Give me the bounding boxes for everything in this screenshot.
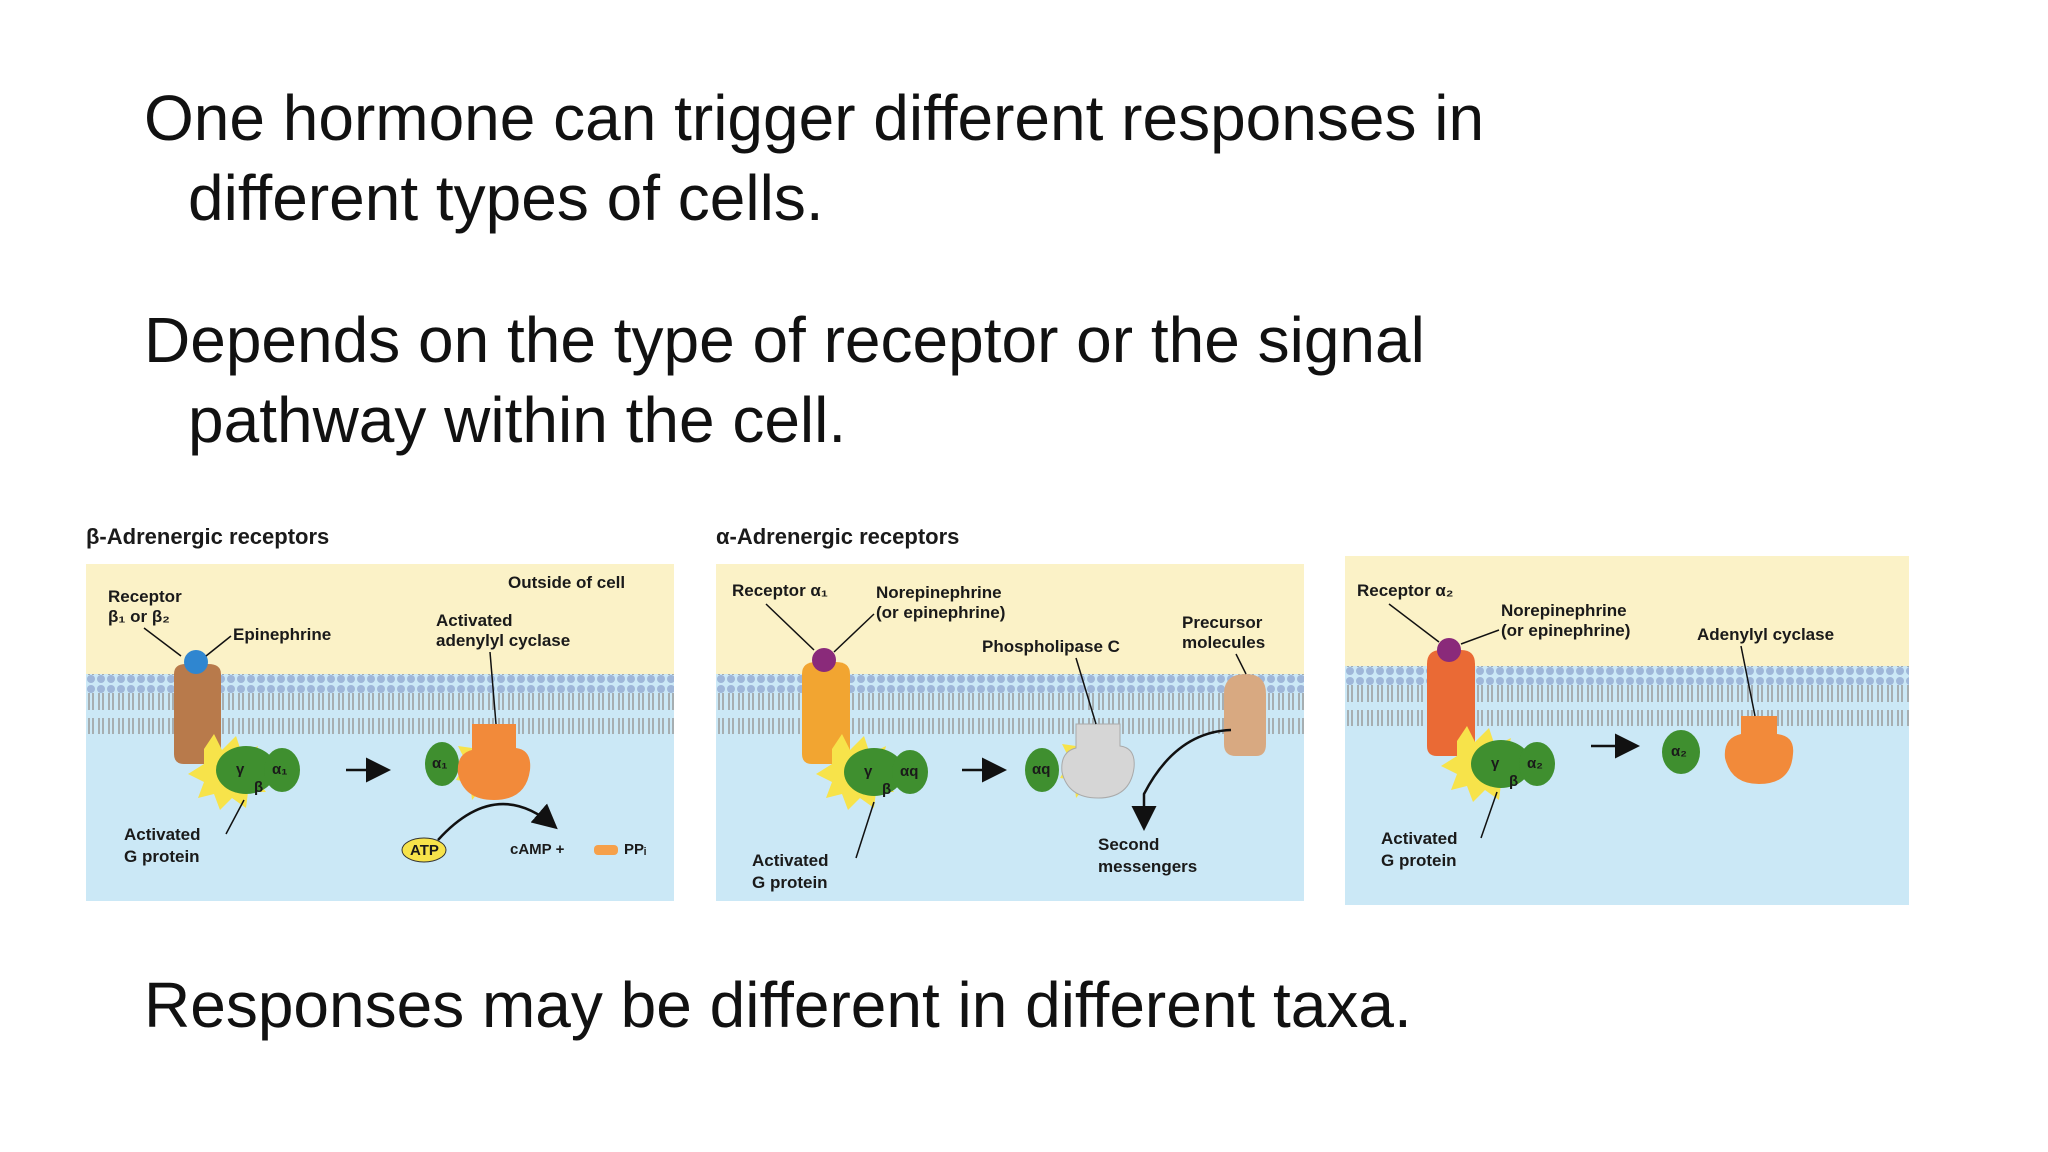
receptor-beta-shape: [174, 664, 221, 764]
norepinephrine-alt-label: (or epinephrine): [1501, 621, 1630, 640]
g-protein-alpha: [1519, 742, 1555, 786]
bullet-text: pathway within the cell.: [188, 384, 847, 456]
receptor-alpha1-shape: [802, 662, 850, 764]
outside-cell-region: [86, 564, 674, 674]
leader-line: [1235, 653, 1247, 675]
g-protein-shape: [216, 746, 276, 794]
epinephrine-ligand: [184, 650, 208, 674]
g-protein-label: G protein: [752, 873, 828, 892]
alpha-subunit-label: αq: [1032, 761, 1050, 778]
beta-receptor-diagram: γ α₁ β α₁ ATP cAMP + PPᵢ Receptor β₁ or …: [86, 564, 674, 901]
leader-line: [1460, 629, 1500, 645]
receptor-label: Receptor α₂: [1357, 581, 1453, 600]
g-alpha-inactive: [1662, 730, 1700, 774]
receptor-alpha2-shape: [1427, 650, 1475, 756]
alpha1-receptor-diagram: γ αq β αq Receptor α₁ Norepinephrine (or…: [716, 564, 1304, 901]
bullet-text: One hormone can trigger different respon…: [144, 82, 1485, 154]
epinephrine-label: Epinephrine: [233, 625, 331, 644]
bullet-text: different types of cells.: [188, 162, 824, 234]
norepinephrine-alt-label: (or epinephrine): [876, 603, 1005, 622]
adenylyl-cyclase-shape: [1724, 716, 1794, 784]
atp-label: ATP: [410, 842, 439, 859]
alpha-subunit-label: αq: [900, 763, 918, 780]
phospholipase-label: Phospholipase C: [982, 637, 1120, 656]
activated-g-protein-label: Activated: [1381, 829, 1458, 848]
leader-line: [143, 627, 182, 657]
beta-subunit-label: β: [1509, 773, 1518, 790]
g-protein-label: G protein: [124, 847, 200, 866]
leader-line: [1388, 603, 1440, 643]
leader-line: [225, 799, 245, 835]
leader-line: [1075, 657, 1097, 725]
alpha-subunit-label: α₂: [1527, 755, 1543, 772]
receptor-label: Receptor: [108, 587, 182, 606]
g-protein-label: G protein: [1381, 851, 1457, 870]
norepinephrine-ligand: [1437, 638, 1461, 662]
phospholipase-c-shape: [1061, 723, 1135, 799]
bullet-text: Depends on the type of receptor or the s…: [144, 304, 1425, 376]
atp-molecule: [401, 837, 447, 863]
beta-subunit-label: β: [254, 779, 263, 796]
reaction-arrow: [437, 802, 558, 841]
activated-label: Activated: [436, 611, 513, 630]
alpha-adrenergic-title: α-Adrenergic receptors: [716, 524, 960, 549]
camp-label: cAMP +: [510, 841, 565, 858]
leader-line: [765, 603, 815, 651]
g-protein-shape: [1471, 740, 1531, 788]
norepinephrine-label: Norepinephrine: [876, 583, 1002, 602]
alpha-subunit-label: α₁: [272, 761, 287, 778]
precursor-label: Precursor: [1182, 613, 1263, 632]
g-protein-alpha: [892, 750, 928, 794]
bullet-depends-on-receptor: Depends on the type of receptor or the s…: [144, 300, 1744, 460]
alpha2-receptor-diagram: γ α₂ β α₂ Receptor α₂ Norepinephrine (or…: [1345, 556, 1909, 905]
bullet-responses-taxa: Responses may be different in different …: [144, 969, 1412, 1041]
molecules-label: molecules: [1182, 633, 1265, 652]
ppi-molecule: [594, 845, 618, 855]
gamma-subunit-label: γ: [1491, 755, 1500, 772]
norepinephrine-ligand: [812, 648, 836, 672]
ppi-label: PPᵢ: [624, 841, 646, 858]
gamma-subunit-label: γ: [236, 761, 245, 778]
beta-adrenergic-title: β-Adrenergic receptors: [86, 524, 330, 549]
leader-line: [205, 635, 232, 657]
receptor-label: Receptor α₁: [732, 581, 828, 600]
g-protein-alpha: [264, 748, 300, 792]
receptor-subtype-label: β₁ or β₂: [108, 607, 170, 626]
gamma-subunit-label: γ: [864, 763, 873, 780]
second-label: Second: [1098, 835, 1159, 854]
g-protein-shape: [844, 748, 904, 796]
precursor-molecule-shape: [1224, 674, 1266, 756]
g-alpha-activated: [425, 742, 459, 786]
beta-subunit-label: β: [882, 781, 891, 798]
g-alpha-activated: [1025, 748, 1059, 792]
adenylyl-cyclase-shape: [457, 724, 531, 800]
alpha-subunit-label: α₂: [1671, 743, 1687, 760]
norepinephrine-label: Norepinephrine: [1501, 601, 1627, 620]
leader-line: [1480, 791, 1498, 839]
activated-g-protein-label: Activated: [752, 851, 829, 870]
leader-line: [833, 613, 875, 653]
outside-cell-label: Outside of cell: [508, 573, 625, 592]
adenylyl-cyclase-label: Adenylyl cyclase: [1697, 625, 1834, 644]
leader-line: [1740, 645, 1756, 717]
adenylyl-cyclase-label: adenylyl cyclase: [436, 631, 570, 650]
bullet-one-hormone: One hormone can trigger different respon…: [144, 78, 1744, 238]
activated-g-protein-label: Activated: [124, 825, 201, 844]
outside-cell-region: [1345, 556, 1909, 666]
second-messenger-arrow: [1131, 728, 1232, 831]
alpha-subunit-label: α₁: [432, 755, 447, 772]
leader-line: [489, 651, 497, 725]
leader-line: [855, 801, 875, 859]
messengers-label: messengers: [1098, 857, 1197, 876]
